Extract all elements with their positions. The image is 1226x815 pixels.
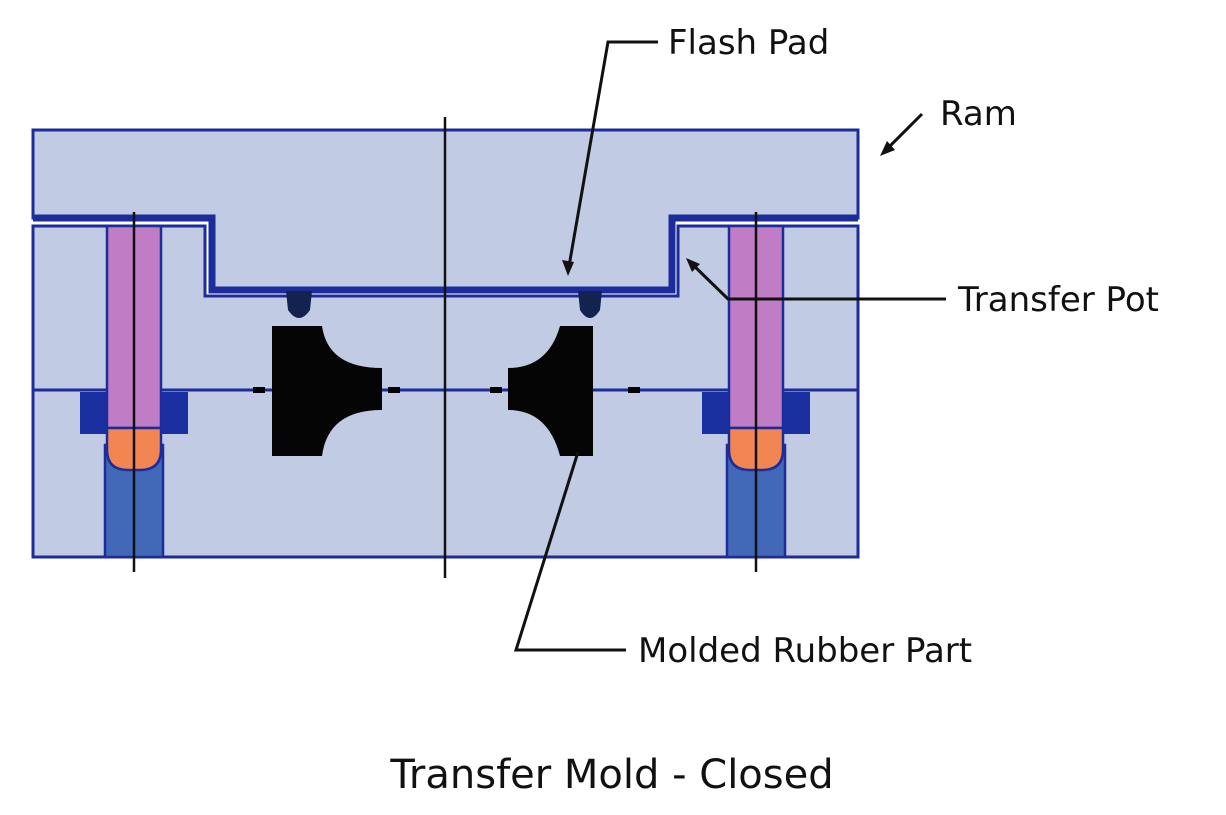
- flash-pad-leader: [566, 40, 658, 273]
- flash-pad-label: Flash Pad: [668, 23, 829, 63]
- vent-mark: [490, 387, 502, 393]
- ram-label: Ram: [940, 94, 1017, 134]
- flash-pad-arrowhead: [562, 260, 574, 276]
- left-molded-rubber-part: [272, 326, 382, 456]
- vent-mark: [628, 387, 640, 393]
- left-sprue-gate: [286, 291, 312, 318]
- right-sprue-gate: [578, 291, 602, 318]
- transfer-pot-outline: [33, 214, 858, 294]
- right-molded-rubber-part: [508, 326, 593, 456]
- transfer-pot-leader: [688, 260, 946, 301]
- diagram-caption: Transfer Mold - Closed: [389, 752, 833, 798]
- molded-rubber-part-leader: [513, 451, 626, 652]
- vent-mark: [388, 387, 400, 393]
- transfer-pot-label: Transfer Pot: [957, 280, 1159, 320]
- ram-arrowhead: [880, 141, 895, 156]
- vent-mark: [253, 387, 265, 393]
- transfer-pot-arrowhead: [686, 258, 700, 272]
- molded-rubber-part-label: Molded Rubber Part: [638, 631, 972, 671]
